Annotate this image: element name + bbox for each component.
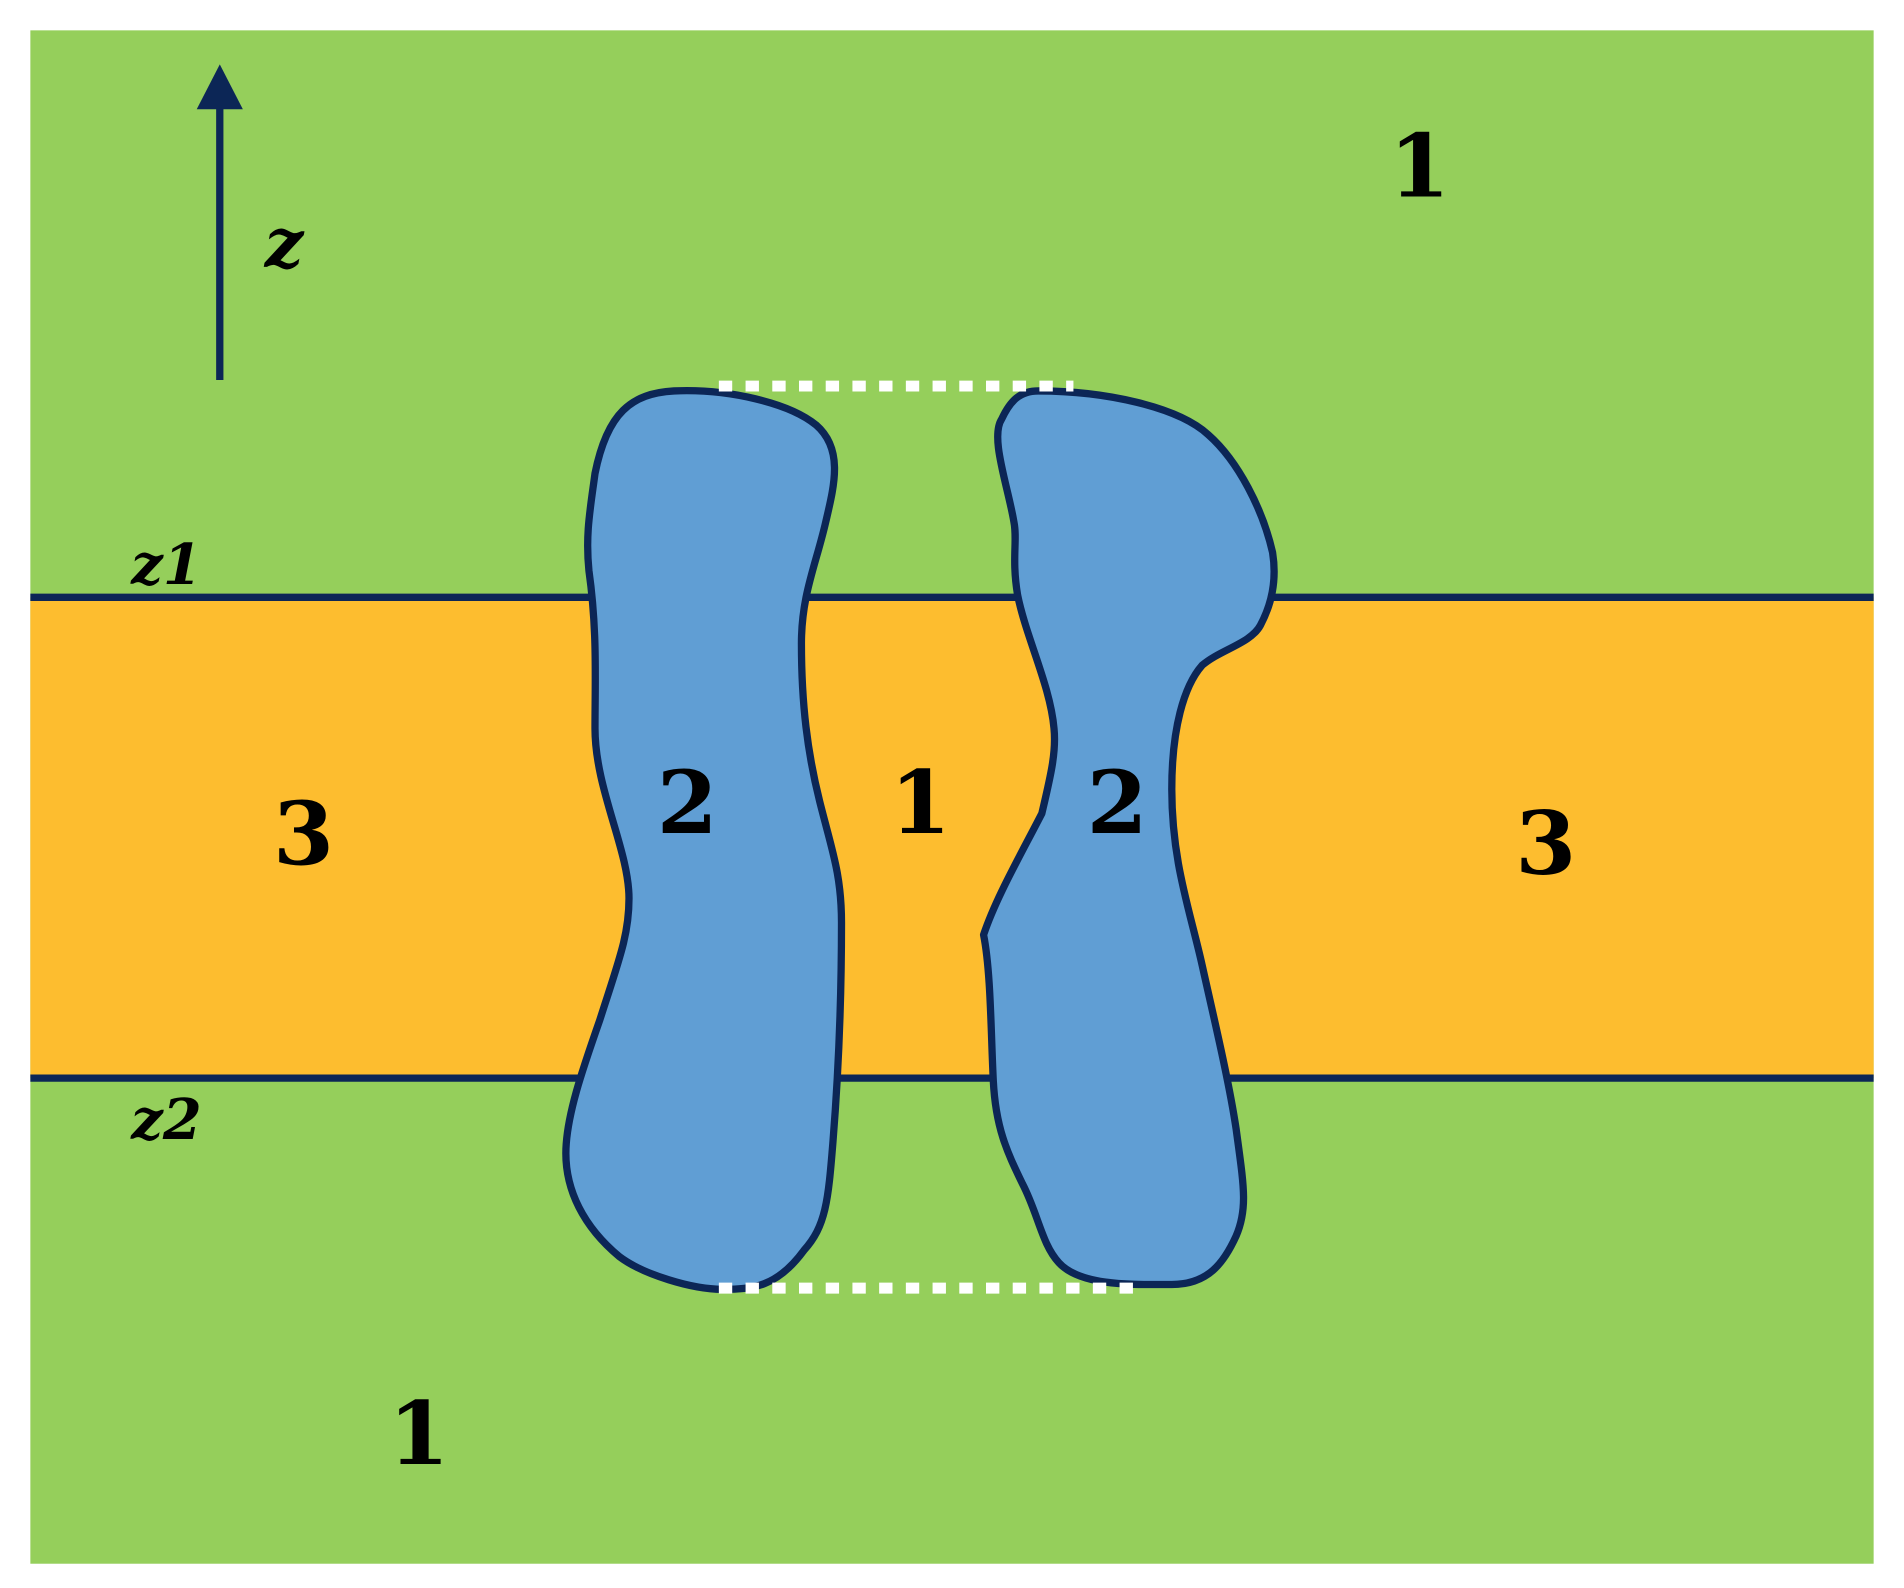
membrane-slab	[30, 597, 1874, 1079]
region-label-protein-right: 2	[1087, 751, 1148, 854]
z-axis-label: z	[264, 204, 305, 284]
region-label-pore: 1	[890, 751, 951, 854]
z-axis-arrow-icon	[196, 64, 243, 110]
protein-subunit-right	[979, 387, 1278, 1289]
boundary-label-z1: z1	[130, 533, 202, 598]
boundary-label-z2: z2	[130, 1088, 202, 1153]
region-label-membrane-left: 3	[273, 782, 334, 885]
region-label-protein-left: 2	[657, 751, 718, 854]
region-label-membrane-right: 3	[1515, 792, 1576, 895]
region-label-solvent-top: 1	[1389, 115, 1450, 218]
region-label-solvent-bottom: 1	[389, 1382, 450, 1485]
